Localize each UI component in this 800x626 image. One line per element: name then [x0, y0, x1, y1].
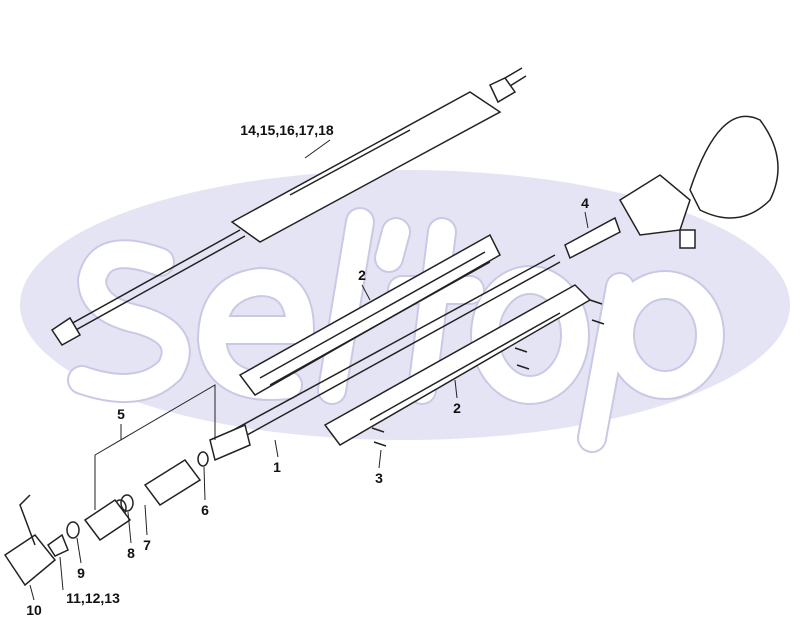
callout-3: 3 — [375, 470, 383, 486]
callout-11-13: 11,12,13 — [66, 590, 120, 606]
callout-14-18: 14,15,16,17,18 — [240, 122, 334, 138]
callout-9: 9 — [77, 565, 85, 581]
callout-4: 4 — [581, 195, 589, 211]
spray-gun — [618, 115, 779, 249]
connector-4 — [564, 216, 621, 260]
callout-10: 10 — [26, 602, 42, 618]
callout-2-upper: 2 — [358, 267, 366, 283]
leader-lines — [29, 139, 589, 601]
lance-assembly-14-18 — [50, 67, 527, 346]
screws-3 — [371, 299, 605, 447]
callout-5: 5 — [117, 406, 125, 422]
nozzle-parts — [3, 451, 209, 587]
callout-2-lower: 2 — [453, 400, 461, 416]
callout-1: 1 — [273, 459, 281, 475]
callout-8: 8 — [127, 545, 135, 561]
tube-1 — [209, 254, 561, 462]
callout-6: 6 — [201, 502, 209, 518]
callout-7: 7 — [143, 537, 151, 553]
shell-half-2-upper — [238, 233, 501, 396]
